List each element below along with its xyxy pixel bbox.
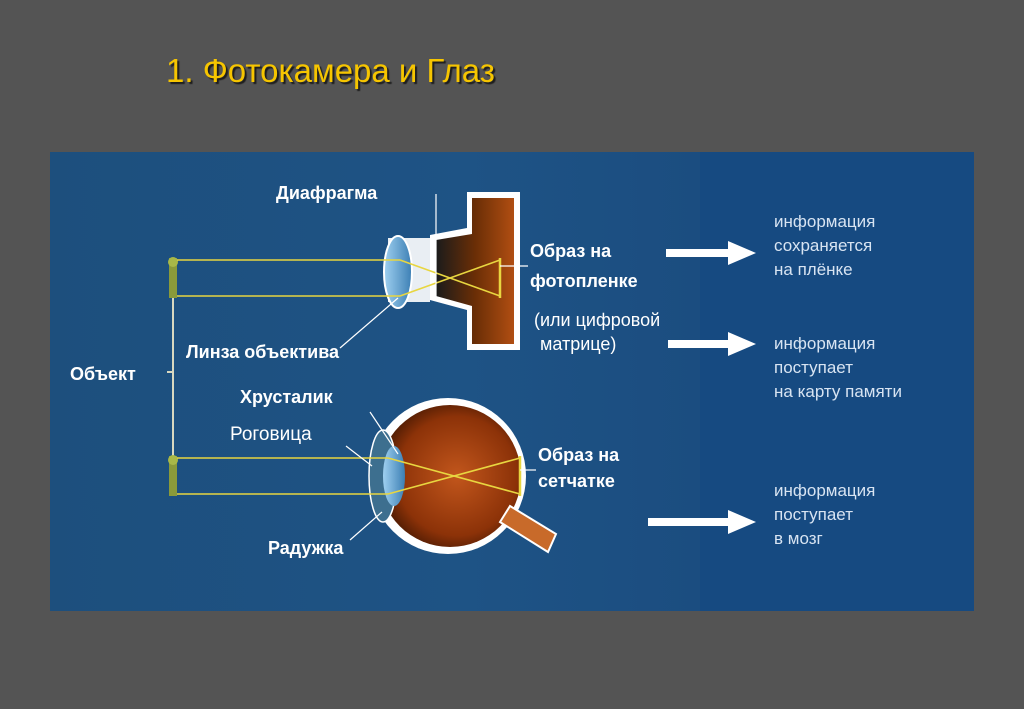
slide-title: 1. Фотокамера и Глаз	[166, 52, 495, 89]
arrow-brain	[648, 518, 730, 526]
label-crystalline-lens: Хрусталик	[240, 387, 333, 407]
arrows	[648, 241, 756, 534]
crystalline-lens-pointer	[369, 411, 399, 455]
info-memory-line-2: поступает	[774, 358, 853, 377]
info-memory-line-1: информация	[774, 334, 876, 353]
info-brain-line-3: в мозг	[774, 529, 823, 548]
camera-lens	[383, 235, 413, 309]
info-brain-line-1: информация	[774, 481, 876, 500]
info-panel	[700, 152, 974, 611]
label-image-on-film-1: Образ на	[530, 241, 612, 261]
eyeball	[368, 398, 558, 554]
eye-rays	[177, 456, 522, 496]
label-cornea: Роговица	[230, 424, 312, 445]
info-memory: информация поступает на карту памяти	[774, 332, 902, 404]
info-film: информация сохраняется на плёнке	[774, 210, 875, 282]
info-memory-line-3: на карту памяти	[774, 382, 902, 401]
label-iris: Радужка	[268, 538, 344, 558]
label-image-on-retina-2: сетчатке	[538, 471, 615, 491]
arrow-film	[666, 249, 730, 257]
lens-pointer	[339, 297, 399, 349]
iris-pointer	[349, 511, 383, 541]
cornea-pointer	[345, 445, 373, 467]
info-film-line-2: сохраняется	[774, 236, 873, 255]
label-object: Объект	[70, 364, 136, 384]
label-image-on-film-2: фотопленке	[530, 271, 638, 291]
label-lens: Линза объектива	[186, 342, 340, 362]
object-arrow	[167, 257, 178, 496]
info-film-line-3: на плёнке	[774, 260, 853, 279]
info-brain: информация поступает в мозг	[774, 479, 875, 551]
info-film-line-1: информация	[774, 212, 876, 231]
label-diaphragm: Диафрагма	[276, 183, 378, 203]
arrow-memory	[668, 340, 730, 348]
info-brain-line-2: поступает	[774, 505, 853, 524]
label-digital-2: матрице)	[540, 334, 617, 354]
label-digital-1: (или цифровой	[534, 310, 661, 330]
camera-rays	[177, 258, 502, 298]
label-image-on-retina-1: Образ на	[538, 445, 620, 465]
